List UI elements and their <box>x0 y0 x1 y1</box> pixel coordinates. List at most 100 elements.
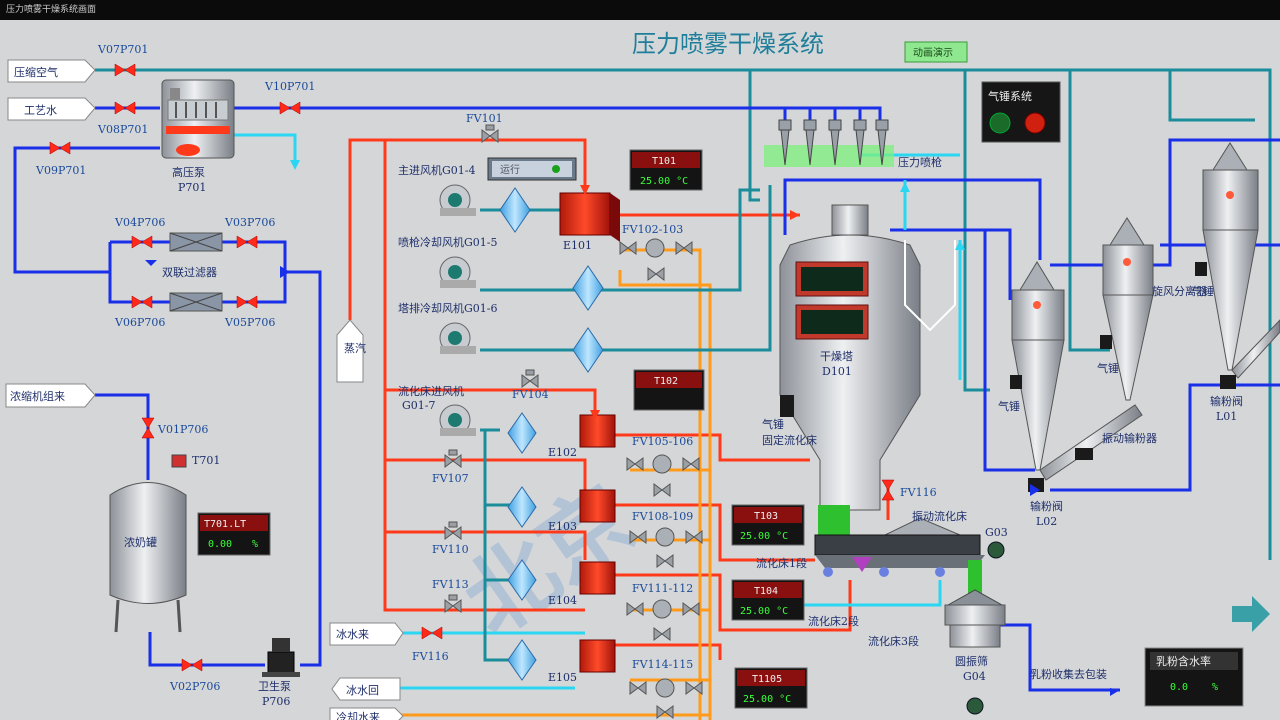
trap-fv114[interactable] <box>629 678 703 719</box>
label-fv116b: FV116 <box>900 486 937 499</box>
stop-button[interactable] <box>1024 112 1046 134</box>
milk-tank[interactable] <box>109 454 187 633</box>
g03-indicator <box>987 541 1005 559</box>
next-arrow-icon[interactable] <box>1232 596 1270 632</box>
inlet-compressed-air: 压缩空气 <box>7 59 96 83</box>
fan3-label: 塔排冷却风机G01-6 <box>398 301 498 315</box>
trap-fv102[interactable] <box>619 238 693 281</box>
duplex-filter[interactable] <box>169 232 223 312</box>
fan2-label: 喷枪冷却风机G01-5 <box>398 235 498 249</box>
feed-pump[interactable] <box>262 638 300 677</box>
air-hammer-label-1: 气锤 <box>762 417 784 431</box>
t105-tag: T1105 <box>752 674 782 685</box>
e103-label: E103 <box>548 520 577 533</box>
heater-e101[interactable] <box>559 192 620 242</box>
label-v10: V10P701 <box>264 80 315 93</box>
trap-fv105[interactable] <box>626 454 700 497</box>
pump-name: 高压泵 <box>172 165 205 179</box>
high-pressure-pump[interactable] <box>161 79 235 159</box>
label-v01: V01P706 <box>157 423 208 436</box>
valve-v02[interactable] <box>181 658 203 672</box>
ice-water-back: 冰水回 <box>331 677 401 701</box>
air-hammer-sys-label: 气锤系统 <box>988 89 1032 103</box>
label-fv116a: FV116 <box>412 650 449 663</box>
heater-e104[interactable] <box>579 561 616 595</box>
control-valve-fv113[interactable] <box>444 594 462 613</box>
cyclone-l01[interactable] <box>1202 142 1259 371</box>
control-valve-fv101[interactable] <box>481 124 499 143</box>
air-hammer-panel: 气锤系统 <box>981 81 1061 143</box>
cyclone-sep-label: 旋风分离器 <box>1152 284 1207 298</box>
fan-g01-6[interactable] <box>439 322 476 354</box>
bed1-label: 流化床1段 <box>756 556 807 570</box>
window-titlebar: 压力喷雾干燥系统画面 <box>0 0 1280 20</box>
air-filter-4 <box>507 412 537 454</box>
label-fv101: FV101 <box>466 112 503 125</box>
control-valve-fv104[interactable] <box>521 369 539 388</box>
valve-v03[interactable] <box>236 235 258 249</box>
start-button[interactable] <box>989 112 1011 134</box>
air-filter-6 <box>507 559 537 601</box>
vibrating-conveyor[interactable] <box>1039 404 1143 481</box>
round-vibrating-sieve[interactable] <box>944 589 1006 715</box>
valve-l02-id: L02 <box>1036 515 1057 528</box>
cool-in-label: 冷却水来 <box>336 711 380 720</box>
pump-id: P701 <box>178 181 206 194</box>
valve-fv116b[interactable] <box>881 479 895 501</box>
trap-fv111[interactable] <box>626 599 700 641</box>
fan-g01-7[interactable] <box>439 404 476 436</box>
valve-fv116a[interactable] <box>421 626 443 640</box>
sieve-id: G04 <box>963 670 986 683</box>
air-filter-7 <box>507 639 537 681</box>
cooling-water-in: 冷却水来 <box>329 707 404 720</box>
label-fv105: FV105-106 <box>632 435 693 448</box>
heater-e103[interactable] <box>579 489 616 523</box>
animation-button[interactable]: 动画演示 <box>904 41 968 63</box>
inlet-material-label: 浓缩机组来 <box>10 389 65 403</box>
valve-v09[interactable] <box>49 141 71 155</box>
valve-v06[interactable] <box>131 295 153 309</box>
e104-label: E104 <box>548 594 577 607</box>
tank-level-readout: T701.LT 0.00 % <box>197 512 271 556</box>
heater-e102[interactable] <box>579 414 616 448</box>
valve-v01[interactable] <box>141 417 155 439</box>
fan-g01-4[interactable] <box>439 184 476 216</box>
control-valve-fv107[interactable] <box>444 449 462 468</box>
fan-g01-5[interactable] <box>439 256 476 288</box>
valve-v04[interactable] <box>131 235 153 249</box>
moisture-label: 乳粉含水率 <box>1156 654 1211 668</box>
fixed-bed-label: 固定流化床 <box>762 433 817 447</box>
process-diagram: 北京 压力喷雾干燥系统 动画演示 <box>5 30 1280 720</box>
label-fv104: FV104 <box>512 388 549 401</box>
label-v03: V03P706 <box>224 216 275 229</box>
bed3-label: 流化床3段 <box>868 634 919 648</box>
label-v07: V07P701 <box>97 43 148 56</box>
valve-v10[interactable] <box>279 101 301 115</box>
cyclone-l02[interactable] <box>1011 261 1065 471</box>
cyclone-mid[interactable] <box>1102 217 1154 401</box>
label-v05: V05P706 <box>224 316 275 329</box>
readout-t104: T104 25.00 °C <box>731 579 805 621</box>
e102-label: E102 <box>548 446 577 459</box>
trap-fv108[interactable] <box>629 527 703 568</box>
air-filter-2 <box>572 265 604 311</box>
pressure-nozzles[interactable] <box>764 119 894 167</box>
rotary-valve-l01[interactable] <box>1220 375 1236 389</box>
feed-pump-name: 卫生泵 <box>258 679 291 693</box>
fan1-label: 主进风机G01-4 <box>398 163 476 177</box>
heater-e105[interactable] <box>579 639 616 673</box>
window-title: 压力喷雾干燥系统画面 <box>6 5 97 15</box>
valve-v08[interactable] <box>114 101 136 115</box>
valve-v05[interactable] <box>236 295 258 309</box>
vibrating-fluid-bed[interactable] <box>814 517 985 595</box>
g03-label: G03 <box>985 526 1008 539</box>
tank-level-unit: % <box>252 539 258 550</box>
control-valve-fv110[interactable] <box>444 521 462 540</box>
moisture-readout: 乳粉含水率 0.0 % <box>1144 647 1244 707</box>
t103-value: 25.00 °C <box>740 531 788 542</box>
valve-v07[interactable] <box>114 63 136 77</box>
air-filter-1 <box>499 187 531 233</box>
dryer-tower[interactable] <box>779 204 921 535</box>
inlet-air-label: 压缩空气 <box>14 65 58 79</box>
air-pipe <box>95 68 1272 560</box>
